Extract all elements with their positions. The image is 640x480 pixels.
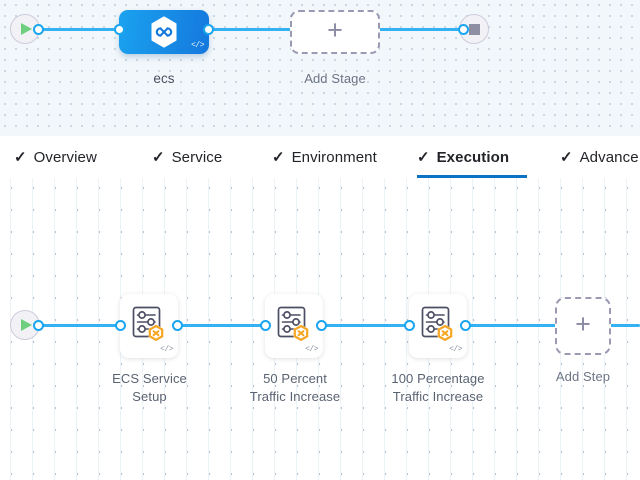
harness-hexagon-badge [148,324,164,342]
tab-label: Overview [33,148,97,166]
plus-icon: + [575,309,591,339]
stage-node-label: ecs [153,71,175,86]
harness-hexagon-badge [293,324,309,342]
add-stage-label: Add Stage [304,71,366,86]
step-label: 50 Percent Traffic Increase [249,371,341,404]
step-card-100-percentage-traffic-increase[interactable]: </> [409,294,467,358]
tab-advanced[interactable]: ✓ Advance [560,136,639,178]
tab-label: Environment [291,148,377,166]
step-settings-icon [132,306,164,342]
play-icon [21,23,32,35]
stage-node-ecs[interactable]: </> [119,10,209,54]
add-step-button[interactable]: + [555,297,611,355]
exec-wire-step1-to-step2 [174,324,274,327]
exec-wire-step3-to-add [462,324,558,327]
add-step-label: Add Step [555,369,611,384]
tab-label: Execution [436,148,510,166]
stop-icon [468,23,480,35]
step1-in-port[interactable] [115,320,126,331]
stage-node-out-port[interactable] [203,24,214,35]
tab-environment[interactable]: ✓ Environment [272,136,377,178]
step-card-50-percent-traffic-increase[interactable]: </> [265,294,323,358]
exec-start-port[interactable] [33,320,44,331]
step2-in-port[interactable] [260,320,271,331]
stage-wire-start-to-ecs [28,28,128,31]
check-icon: ✓ [152,148,165,166]
step1-out-port[interactable] [172,320,183,331]
step-settings-icon [277,306,309,342]
stage-wire-ecs-to-add [205,28,305,31]
check-icon: ✓ [14,148,27,166]
tab-label: Advance [579,148,639,166]
stage-wire-add-to-end [368,28,468,31]
step3-out-port[interactable] [460,320,471,331]
tab-overview[interactable]: ✓ Overview [14,136,97,178]
exec-wire-add-to-next [610,324,640,327]
tab-execution[interactable]: ✓ Execution [417,136,527,178]
check-icon: ✓ [272,148,285,166]
step-code-icon: </> [449,345,462,354]
exec-wire-start-to-step1 [28,324,128,327]
check-icon: ✓ [417,148,430,166]
exec-wire-step2-to-step3 [318,324,418,327]
step-label: ECS Service Setup [112,371,187,404]
step-settings-icon [421,306,453,342]
stage-node-in-port[interactable] [114,24,125,35]
tab-service[interactable]: ✓ Service [152,136,222,178]
harness-hexagon-icon [151,16,177,48]
step-code-icon: </> [305,345,318,354]
stage-graph-canvas[interactable]: </> ecs + Add Stage [0,0,640,136]
plus-icon: + [327,15,343,45]
play-icon [21,319,32,331]
step-label: 100 Percentage Traffic Increase [391,371,485,404]
tab-label: Service [171,148,223,166]
step3-in-port[interactable] [404,320,415,331]
check-icon: ✓ [560,148,573,166]
execution-graph-canvas[interactable]: </> ECS Service Setup </> [0,178,640,480]
step-card-ecs-service-setup[interactable]: </> [120,294,178,358]
stage-start-port[interactable] [33,24,44,35]
harness-hexagon-badge [437,324,453,342]
step-code-icon: </> [160,345,173,354]
tab-active-underline [417,175,527,178]
add-stage-button[interactable]: + [290,10,380,54]
stage-end-port[interactable] [458,24,469,35]
stage-code-icon: </> [191,41,204,50]
step2-out-port[interactable] [316,320,327,331]
pipeline-tab-bar[interactable]: ✓ Overview ✓ Service ✓ Environment ✓ Exe… [0,136,640,178]
